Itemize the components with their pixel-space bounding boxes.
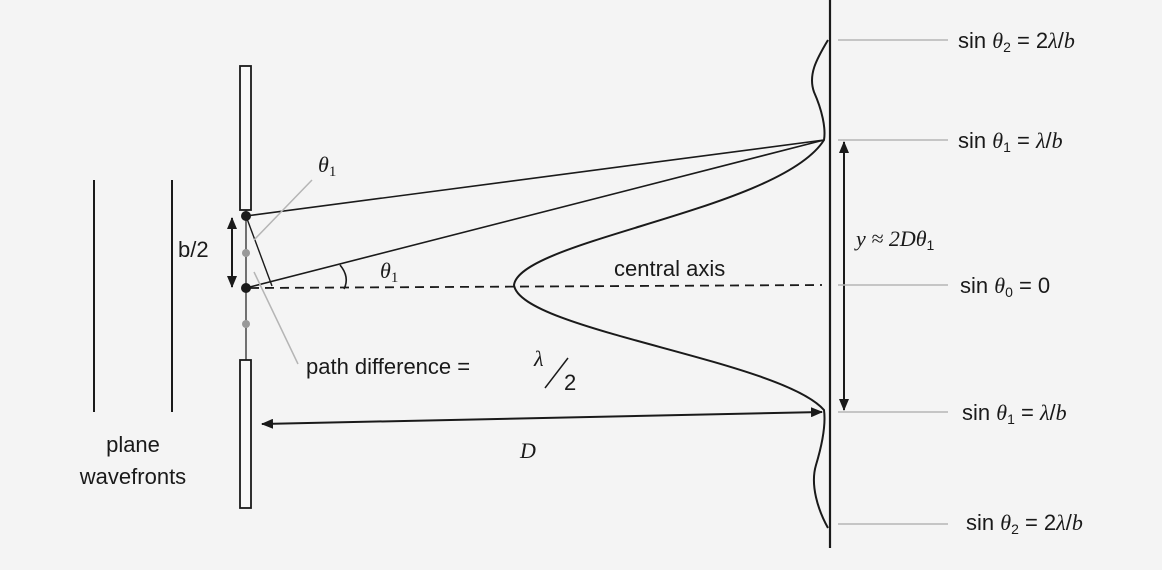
barrier-upper [239,65,252,211]
path-difference-leader [253,271,299,365]
intensity-curve [512,39,829,529]
barrier-lower [239,359,252,509]
slit-point-mid [242,249,250,257]
slit-point-lower [242,320,250,328]
label-sin-theta0: sin θ0 = 0 [960,273,1050,300]
ray-upper [245,139,825,217]
wavefronts-label-1: plane [106,432,160,457]
label-sin-theta2-bottom: sin θ2 = 2λ/b [966,510,1083,537]
perpendicular-line [245,215,273,287]
angle-theta-label: θ1 [380,258,398,286]
angle-arc [339,264,348,290]
theta-leader [253,179,313,241]
ray-lower [245,139,825,289]
wavefronts-label-2: wavefronts [79,464,186,489]
half-width-label: b/2 [178,237,209,262]
central-axis-line [249,284,823,289]
label-sin-theta1-lower: sin θ1 = λ/b [962,400,1067,427]
distance-arrow [261,407,823,429]
central-axis-label: central axis [614,256,725,281]
path-difference-numerator: λ [533,346,544,371]
fraction-slash [544,357,569,389]
path-difference-label: path difference = [306,354,470,379]
label-sin-theta1-upper: sin θ1 = λ/b [958,128,1063,155]
label-sin-theta2-top: sin θ2 = 2λ/b [958,28,1075,55]
y-label: y ≈ 2Dθ1 [854,226,935,253]
path-difference-denominator: 2 [564,370,576,395]
theta-upper-label: θ1 [318,152,336,180]
distance-label: D [519,438,536,463]
